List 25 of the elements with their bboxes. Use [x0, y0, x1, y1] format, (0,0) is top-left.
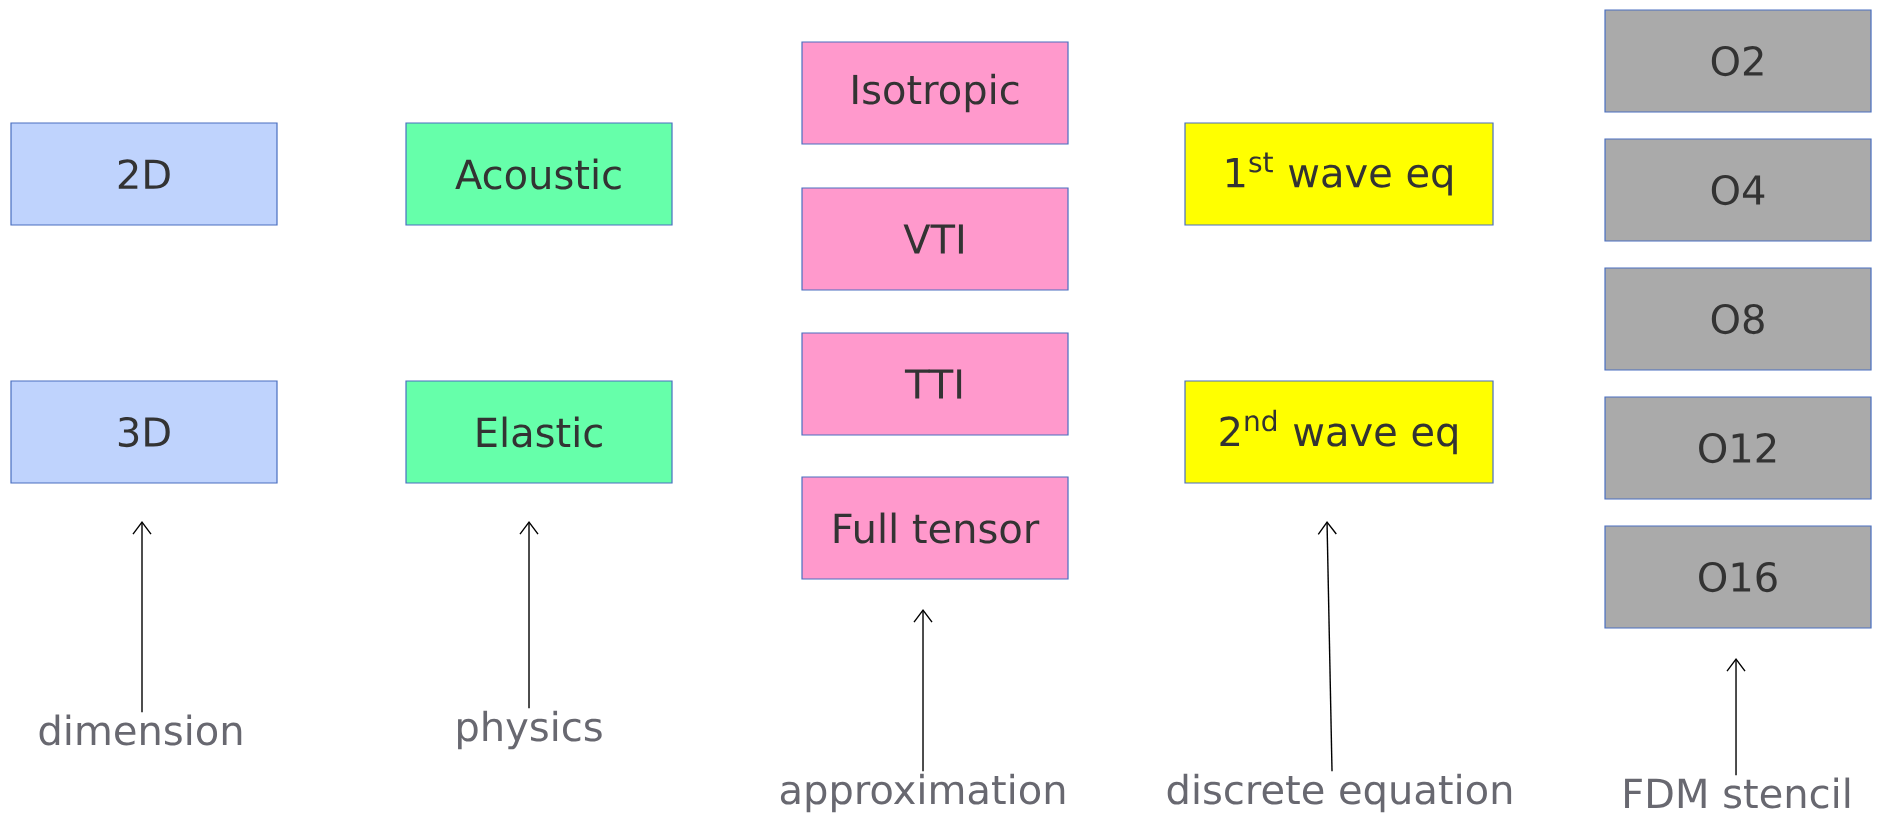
- category-label: FDM stencil: [1625, 777, 1850, 809]
- process-box: O4: [1604, 138, 1872, 242]
- process-box: O16: [1604, 525, 1872, 629]
- category-label: dimension: [39, 714, 242, 746]
- process-box: O8: [1604, 267, 1872, 371]
- process-box: 2$^{nd}$ wave eq: [1184, 380, 1494, 484]
- category-label: approximation: [780, 773, 1065, 813]
- process-box: Isotropic: [801, 41, 1069, 145]
- arrow: [519, 521, 539, 709]
- arrow: [1317, 521, 1337, 772]
- process-box: O2: [1604, 9, 1872, 113]
- process-box: TTI: [801, 332, 1069, 436]
- process-box: Acoustic: [405, 122, 673, 226]
- process-box: O12: [1604, 396, 1872, 500]
- process-box: 3D: [10, 380, 278, 484]
- category-label: discrete equation: [1167, 773, 1512, 813]
- arrow: [132, 521, 152, 713]
- category-label: physics: [458, 710, 602, 750]
- arrow: [913, 609, 933, 772]
- arrow: [1726, 658, 1746, 776]
- process-box: Full tensor: [801, 476, 1069, 580]
- process-box: Elastic: [405, 380, 673, 484]
- process-box: VTI: [801, 187, 1069, 291]
- process-box: 2D: [10, 122, 278, 226]
- process-box: 1$^{st}$ wave eq: [1184, 122, 1494, 226]
